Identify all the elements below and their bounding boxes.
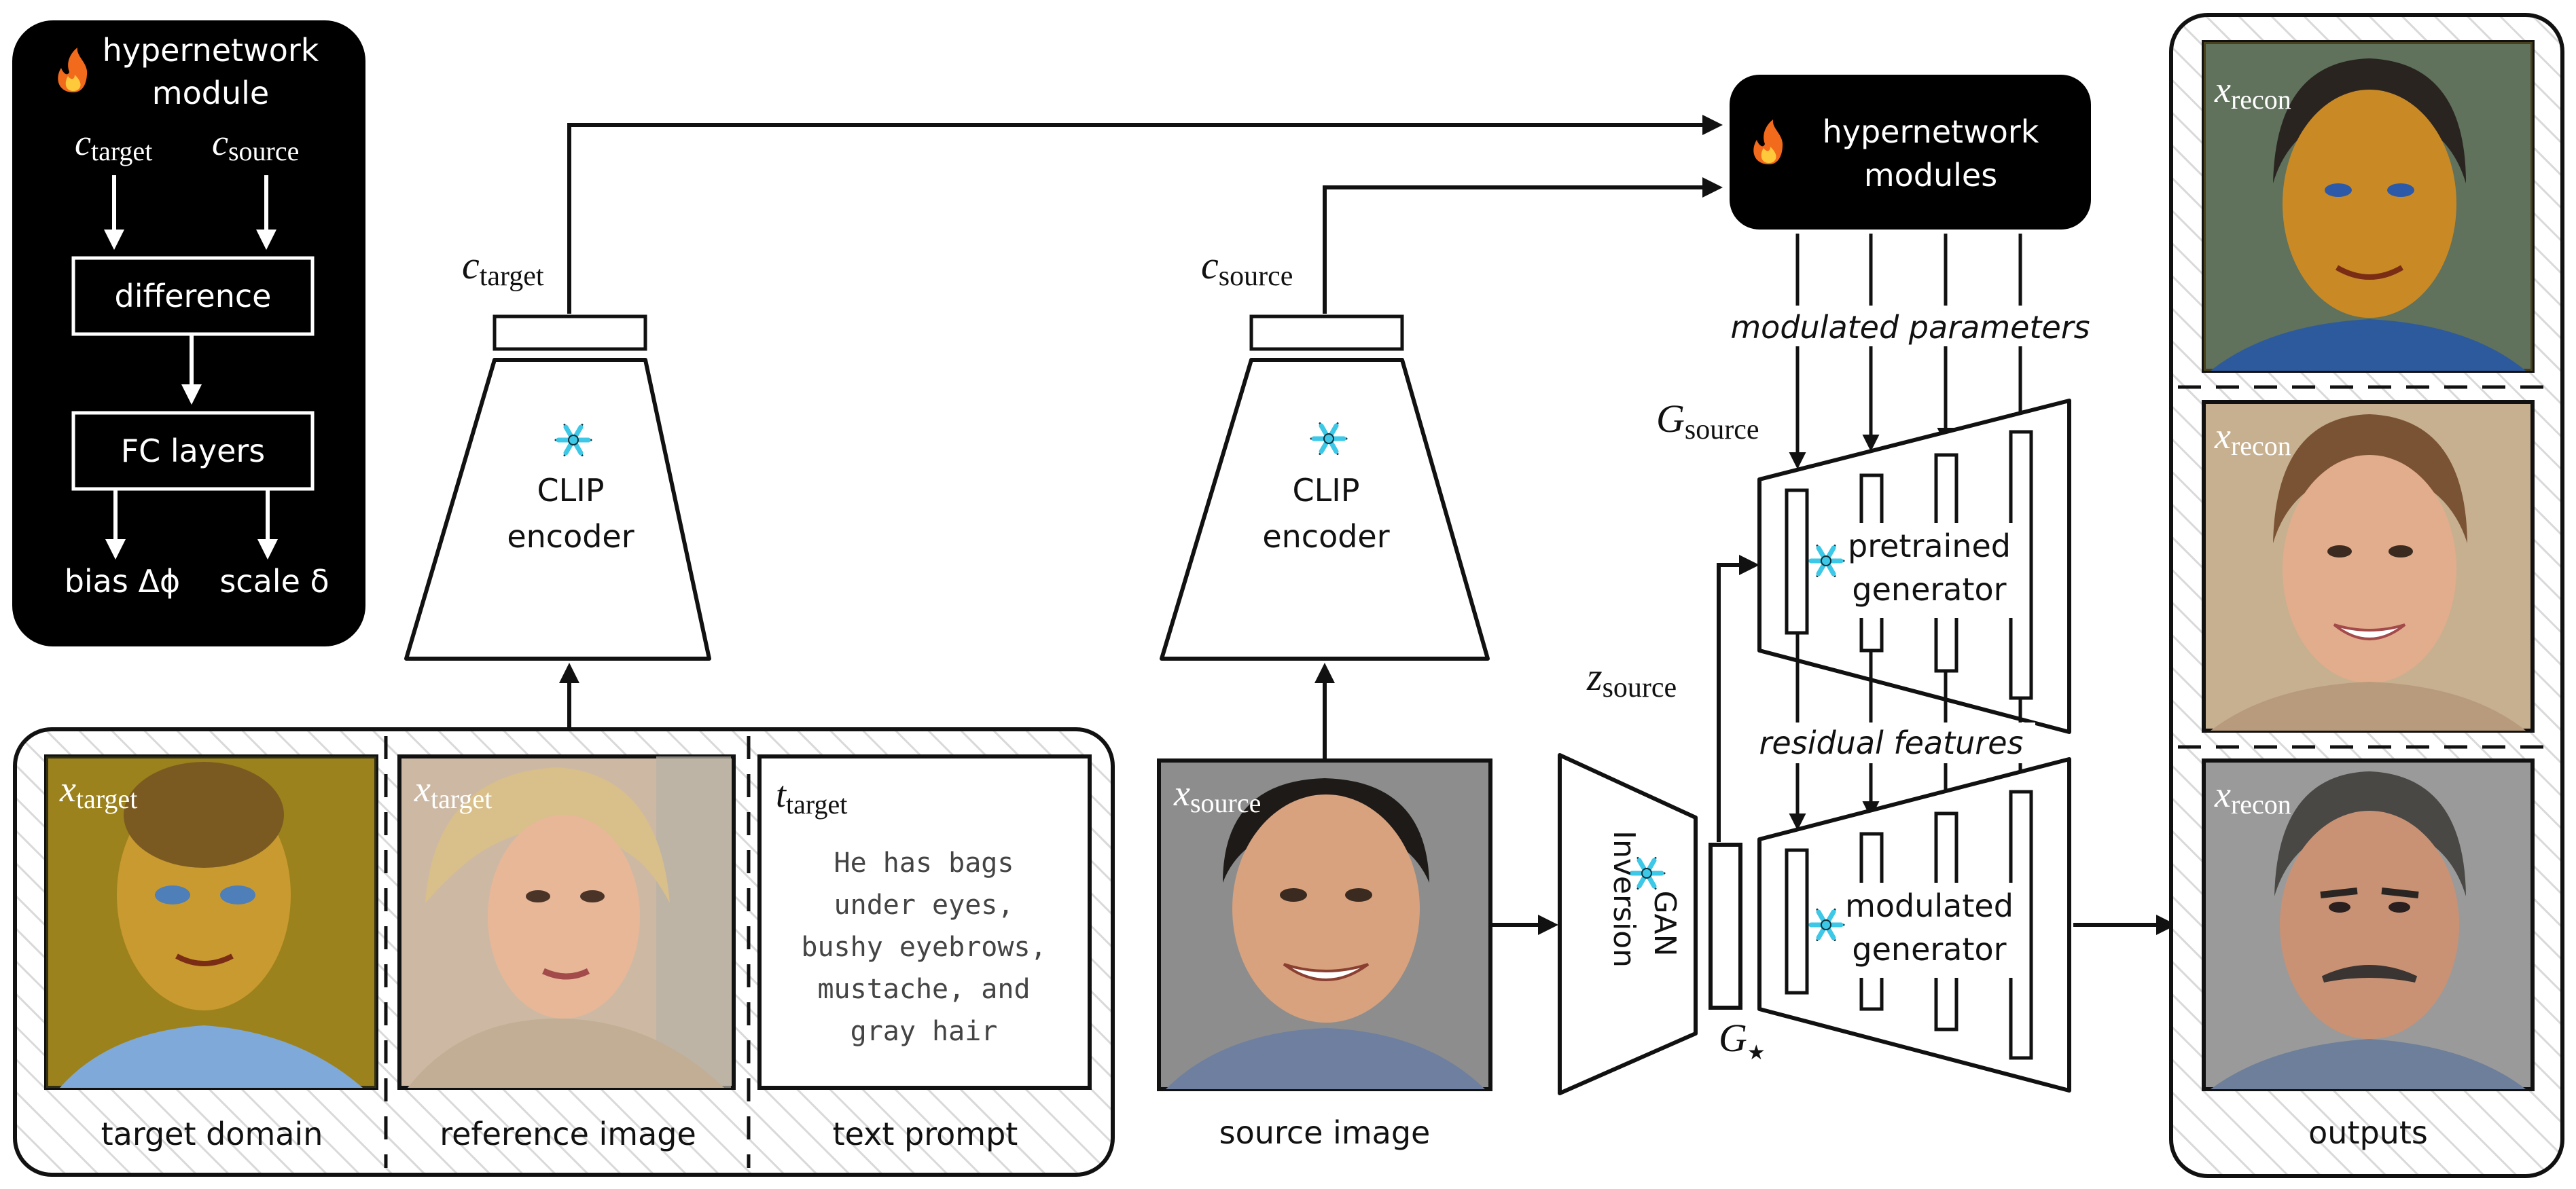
- g-star-label: G★: [1719, 1016, 1766, 1064]
- reference-image: [397, 754, 736, 1090]
- target-domain-image: [44, 754, 378, 1090]
- x-target-label: xtarget: [414, 769, 492, 814]
- caption-target-domain: target domain: [101, 1116, 323, 1152]
- x-recon-label: xrecon: [2214, 69, 2291, 115]
- caption-source-image: source image: [1219, 1114, 1431, 1151]
- text-prompt-line: mustache, and: [817, 974, 1030, 1005]
- source-image: [1157, 758, 1492, 1091]
- text-prompt-line: under eyes,: [834, 890, 1014, 921]
- modulated-parameters-label: modulated parameters: [1730, 309, 2090, 346]
- gan-inversion-block: GAN Inversion: [1558, 753, 1698, 1095]
- caption-outputs: outputs: [2308, 1114, 2428, 1151]
- caption-reference-image: reference image: [440, 1116, 696, 1152]
- clip-encoder-target: ctarget CLIP encoder: [404, 243, 711, 661]
- output-image-1: [2202, 40, 2535, 373]
- flow-arrows: [1492, 555, 2177, 935]
- clip-encoder-label-line1: CLIP: [1292, 472, 1359, 509]
- modulated-generator-line2: generator: [1852, 931, 2006, 968]
- modulated-generator-line1: modulated: [1845, 888, 2014, 924]
- c-target-symbol: ctarget: [75, 122, 152, 166]
- output-image-2: [2202, 400, 2535, 733]
- hypernetwork-module-title-line1: hypernetwork: [103, 32, 319, 69]
- hypernetwork-module-box: hypernetwork module ctarget csource diff…: [12, 20, 365, 646]
- hypernetwork-modules-box: hypernetwork modules: [1730, 75, 2091, 230]
- text-prompt-line: gray hair: [851, 1016, 998, 1047]
- x-recon-label: xrecon: [2214, 774, 2291, 820]
- t-target-label: ttarget: [776, 774, 847, 820]
- gan-inversion-line1: GAN: [1647, 890, 1682, 956]
- x-recon-label: xrecon: [2214, 416, 2291, 461]
- hypernetwork-modules-line1: hypernetwork: [1823, 113, 2039, 150]
- modulated-generator: modulated generator: [1757, 757, 2071, 1093]
- x-source-label: xsource: [1173, 773, 1261, 818]
- gan-inversion-line2: Inversion: [1607, 830, 1641, 968]
- fc-layers-block: FC layers: [121, 433, 266, 469]
- scale-output: scale δ: [219, 563, 329, 600]
- input-panel: xtarget xtarget ttarget He has bags unde…: [13, 727, 1115, 1177]
- output-image-3: [2202, 758, 2535, 1091]
- x-target-label: xtarget: [59, 769, 137, 814]
- residual-features-label: residual features: [1759, 725, 2024, 761]
- hypernetwork-modules-line2: modules: [1864, 157, 1997, 194]
- hypernetwork-module-title-line2: module: [152, 75, 269, 111]
- latent-code-bar: [1709, 843, 1742, 1010]
- bias-output: bias Δϕ: [65, 563, 181, 600]
- clip-encoder-label-line2: encoder: [507, 518, 634, 555]
- difference-block: difference: [115, 278, 272, 314]
- caption-text-prompt: text prompt: [833, 1116, 1018, 1152]
- pretrained-generator: pretrained generator: [1757, 399, 2071, 734]
- clip-encoder-label-line1: CLIP: [537, 472, 604, 509]
- pretrained-generator-line1: pretrained: [1848, 528, 2011, 564]
- pretrained-generator-line2: generator: [1852, 571, 2006, 608]
- c-source-label: csource: [1201, 243, 1293, 292]
- clip-encoder-source: csource CLIP encoder: [1160, 243, 1490, 661]
- text-prompt-line: He has bags: [834, 847, 1014, 879]
- text-prompt-line: bushy eyebrows,: [801, 932, 1046, 963]
- text-prompt-card: ttarget He has bags under eyes, bushy ey…: [757, 754, 1092, 1090]
- c-source-symbol: csource: [212, 122, 299, 166]
- g-source-label: Gsource: [1656, 397, 1759, 445]
- connector-arrows: [559, 115, 1723, 759]
- z-source-label: zsource: [1586, 655, 1677, 703]
- clip-encoder-label-line2: encoder: [1262, 518, 1389, 555]
- outputs-panel: xrecon xrecon xrecon outputs: [2169, 13, 2564, 1178]
- c-target-label: ctarget: [462, 243, 544, 292]
